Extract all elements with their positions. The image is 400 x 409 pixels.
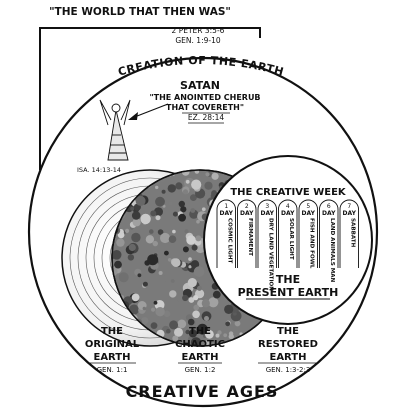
age-restored-ref: GEN. 1:3-2:3 (266, 366, 311, 374)
outer-circle (27, 56, 379, 408)
day-number: 6 (327, 203, 331, 210)
day-text: FISH AND FOWL (308, 218, 314, 269)
top-caption-ref2: GEN. 1:9-10 (175, 36, 220, 45)
day-text: LAND ANIMALS MAN (329, 218, 335, 283)
arrow-line (131, 103, 169, 119)
age-chaotic-name2: EARTH (181, 352, 218, 363)
day-number: 2 (245, 203, 249, 210)
satan-line1: "THE ANOINTED CHERUB (149, 93, 260, 102)
present-line2: PRESENT EARTH (238, 286, 339, 299)
creative-week-title: THE CREATIVE WEEK (230, 187, 347, 198)
bottom-title: CREATIVE AGES (126, 382, 279, 401)
day-text: FIRMAMENT (247, 218, 253, 256)
day-label: DAY (240, 210, 254, 217)
day-label: DAY (322, 210, 336, 217)
age-original-ref: GEN. 1:1 (97, 366, 128, 374)
age-original-name2: EARTH (93, 352, 130, 363)
day-text: SOLAR LIGHT (288, 218, 294, 260)
age-chaotic-the: THE (189, 326, 211, 337)
day-text: SABBATH (349, 218, 355, 248)
age-original-name1: ORIGINAL (85, 339, 140, 350)
cherub-figure-icon (99, 99, 131, 161)
day-text: COSMIC LIGHT (226, 218, 232, 264)
top-caption-ref1: 2 PETER 3:5-6 (172, 26, 225, 35)
isa-ref: ISA. 14:13-14 (77, 166, 121, 174)
age-chaotic-ref: GEN. 1:2 (185, 366, 216, 374)
day-number: 4 (286, 203, 290, 210)
satan-line2: THAT COVERETH" (166, 103, 244, 112)
day-label: DAY (302, 210, 316, 217)
age-original-the: THE (101, 326, 123, 337)
day-label: DAY (281, 210, 295, 217)
age-chaotic-name1: CHAOTIC (175, 339, 225, 350)
day-number: 3 (265, 203, 269, 210)
day-text: DRY LAND VEGETATION (267, 218, 273, 291)
age-chaotic: THE CHAOTIC EARTH GEN. 1:2 (175, 326, 225, 374)
arrow-head-icon (128, 112, 138, 120)
day-label: DAY (261, 210, 275, 217)
day-number: 7 (347, 203, 351, 210)
age-restored: THE RESTORED EARTH GEN. 1:3-2:3 (258, 326, 318, 374)
day-number: 1 (224, 203, 228, 210)
day-label: DAY (220, 210, 234, 217)
present-line1: THE (276, 273, 300, 286)
top-bracket (39, 27, 261, 170)
day-number: 5 (306, 203, 310, 210)
age-restored-name2: EARTH (269, 352, 306, 363)
age-restored-the: THE (277, 326, 299, 337)
arc-title: CREATION OF THE EARTH (117, 54, 286, 79)
day-label: DAY (343, 210, 357, 217)
top-caption-title: "THE WORLD THAT THEN WAS" (49, 6, 231, 18)
age-restored-name1: RESTORED (258, 339, 318, 350)
satan-ref: EZ. 28:14 (188, 113, 224, 122)
satan-name: SATAN (180, 79, 220, 92)
age-original: THE ORIGINAL EARTH GEN. 1:1 (85, 326, 140, 374)
